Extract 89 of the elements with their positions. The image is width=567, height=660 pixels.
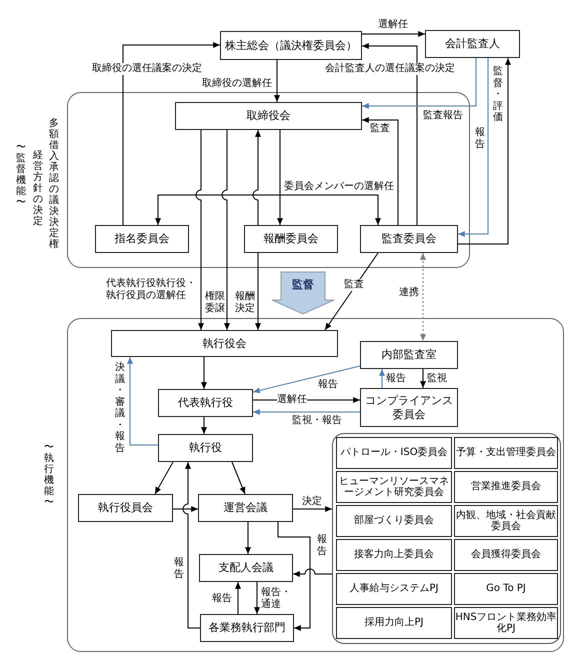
committee-box: 予算・支出管理委員会 xyxy=(454,437,558,469)
committee-box: 接客力向上委員会 xyxy=(336,539,452,571)
edge-label: 取締役の選解任 xyxy=(202,78,272,90)
edge-label: 決定 xyxy=(302,496,322,508)
block-arrow xyxy=(272,272,334,315)
arrow xyxy=(154,462,174,494)
org-box: 会計監査人 xyxy=(425,30,520,58)
edge-label: 報告 xyxy=(173,557,185,580)
arrow xyxy=(292,568,332,577)
arrow xyxy=(274,60,280,102)
edge-label: 報告 xyxy=(386,373,406,384)
edge-label: 報告 xyxy=(212,593,232,604)
committee-box: 人事給与システムPJ xyxy=(336,573,452,605)
committee-box: 営業推進委員会 xyxy=(454,471,558,503)
arrow xyxy=(362,117,398,226)
arrow xyxy=(182,462,200,628)
committee-box: 部屋づくり委員会 xyxy=(336,505,452,537)
arrow xyxy=(362,58,476,109)
org-box: 運営会議 xyxy=(198,494,293,522)
arrow xyxy=(458,58,511,244)
committee-panel xyxy=(332,433,561,644)
org-box: コンプライアンス委員会 xyxy=(360,388,458,427)
arrow xyxy=(278,522,310,631)
org-box: 指名委員会 xyxy=(95,225,189,253)
arrow xyxy=(252,409,360,415)
org-box: 各業務執行部門 xyxy=(200,614,294,642)
edge-label: 選解任 xyxy=(277,394,307,406)
edge-label: 選解任 xyxy=(378,19,408,30)
arrow xyxy=(172,506,198,512)
arrow xyxy=(379,368,385,388)
arrow xyxy=(232,462,246,494)
edge-label: 監視 xyxy=(427,373,447,384)
arrow xyxy=(255,252,261,330)
band-heading: 〜監督機能〜 xyxy=(15,142,27,208)
arrow xyxy=(122,42,220,226)
org-box: 支配人会議 xyxy=(199,554,293,582)
edge-label: 報告 xyxy=(316,534,328,557)
committee-box: 採用力向上PJ xyxy=(336,607,452,639)
edge-label: 委員会メンバーの選解任 xyxy=(284,181,394,192)
band-note: 経営方針の決定 xyxy=(32,150,44,227)
band-heading: 〜執行機能〜 xyxy=(43,442,55,508)
arrow xyxy=(222,130,230,330)
arrow xyxy=(362,31,426,37)
arrow xyxy=(292,506,332,512)
arrow xyxy=(458,58,488,237)
arrow xyxy=(362,43,418,226)
edge-label: 取締役の選任議案の決定 xyxy=(92,63,202,74)
org-box: 報酬委員会 xyxy=(244,225,338,253)
arrow xyxy=(201,416,207,434)
arrow xyxy=(245,522,251,554)
edge-label: 監査 xyxy=(370,123,390,134)
arrow xyxy=(127,356,158,446)
committee-box: ヒューマンリソースマネージメント研究委員会 xyxy=(336,471,452,503)
arrow xyxy=(420,368,426,388)
edge-label: 報告 xyxy=(474,127,486,150)
org-box: 株主総会（議決権委員会） xyxy=(220,31,362,60)
org-box: 執行役 xyxy=(158,434,253,462)
org-box: 執行役会 xyxy=(111,330,338,357)
edge-label: 監視・報告 xyxy=(292,415,342,426)
arrow xyxy=(324,252,378,330)
committee-box: 会員獲得委員会 xyxy=(454,539,558,571)
arrow xyxy=(254,582,260,614)
arrow xyxy=(252,366,360,394)
edge-label: 監査 xyxy=(344,279,364,290)
committee-box: 内観、地域・社会貢献委員会 xyxy=(454,505,558,537)
edge-label: 報告 xyxy=(318,379,338,390)
committee-box: パトロール・ISO委員会 xyxy=(336,437,452,469)
edge-label: 監査報告 xyxy=(423,110,463,122)
edge-label: 決議・審議・報告 xyxy=(114,362,126,454)
edge-label: 報酬決定 xyxy=(235,291,255,314)
org-box: 内部監査室 xyxy=(360,341,458,369)
edge-label: 監督・評価 xyxy=(492,66,504,124)
edge-label: 権限委譲 xyxy=(205,291,225,314)
committee-box: Go To PJ xyxy=(454,573,558,605)
arrow xyxy=(235,582,241,614)
edge-label: 会計監査人の選任議案の決定 xyxy=(325,63,455,74)
org-box: 執行役員会 xyxy=(78,494,173,522)
edge-label: 監督 xyxy=(292,279,314,292)
org-box: 代表執行役 xyxy=(158,389,253,417)
edge-label: 連携 xyxy=(399,287,419,298)
double-arrow xyxy=(420,252,426,342)
arrow xyxy=(201,356,207,390)
org-box: 監査委員会 xyxy=(360,225,458,253)
committee-box: HNSフロント業務効率化PJ xyxy=(454,607,558,639)
arrow xyxy=(280,130,381,226)
arrow xyxy=(252,130,261,226)
org-box: 取締役会 xyxy=(175,102,362,130)
arrow xyxy=(196,130,204,330)
band-note: 多額借入承認の議決決定権 xyxy=(48,118,60,250)
